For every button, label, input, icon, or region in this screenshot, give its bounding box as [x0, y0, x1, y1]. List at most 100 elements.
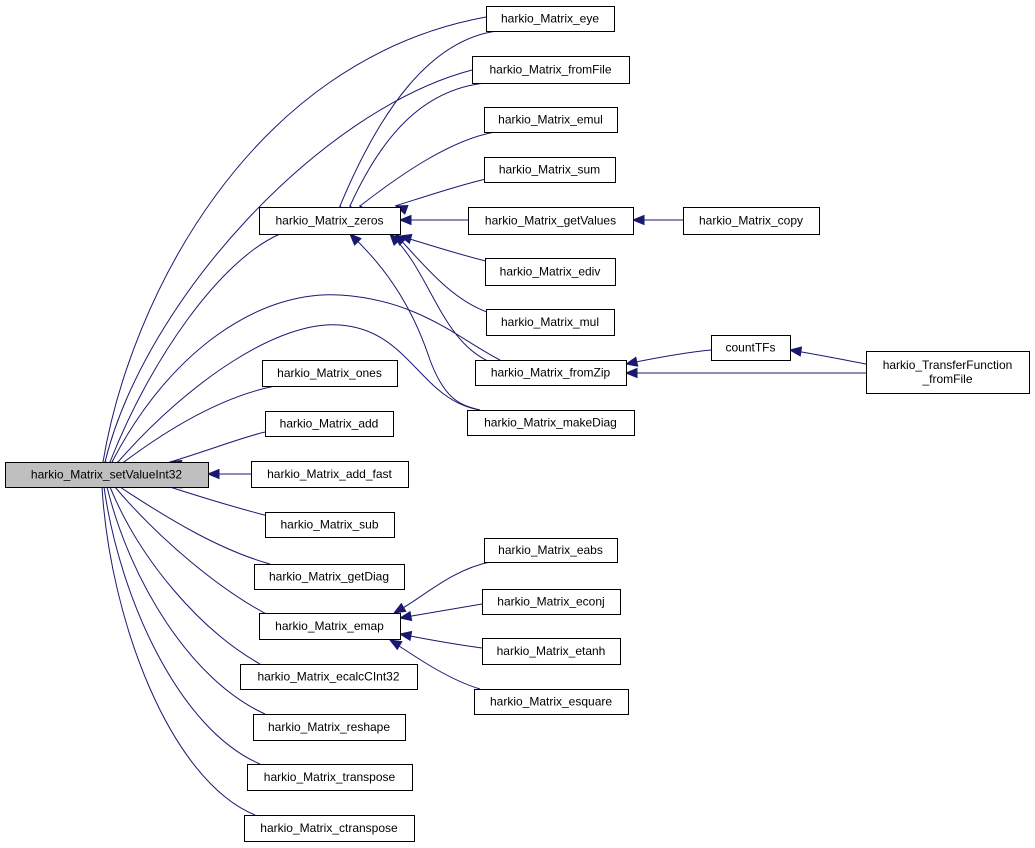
- node-ediv[interactable]: harkio_Matrix_ediv: [485, 258, 616, 286]
- node-ctranspose[interactable]: harkio_Matrix_ctranspose: [244, 815, 415, 842]
- node-eabs[interactable]: harkio_Matrix_eabs: [484, 538, 618, 563]
- edge-fromZip-to-zeros: [389, 233, 491, 363]
- node-ecalcCInt32[interactable]: harkio_Matrix_ecalcCInt32: [240, 664, 418, 690]
- node-label: harkio_Matrix_add: [280, 417, 379, 431]
- node-label: countTFs: [725, 341, 775, 355]
- node-box[interactable]: [467, 410, 635, 436]
- edge-line: [119, 486, 271, 565]
- node-box[interactable]: [265, 512, 395, 538]
- node-ones[interactable]: harkio_Matrix_ones: [262, 360, 398, 387]
- node-box[interactable]: [253, 714, 406, 741]
- edge-emul-to-zeros: [359, 131, 496, 219]
- edge-line: [109, 233, 281, 463]
- node-label: harkio_Matrix_etanh: [497, 644, 606, 658]
- node-fromZip[interactable]: harkio_Matrix_fromZip: [475, 360, 627, 386]
- node-label: harkio_Matrix_ediv: [500, 265, 601, 279]
- edge-line: [394, 177, 491, 207]
- edge-emap-to-setValueInt32: [114, 474, 271, 617]
- edge-arrowhead: [624, 356, 639, 367]
- node-econj[interactable]: harkio_Matrix_econj: [482, 589, 621, 615]
- node-transpose[interactable]: harkio_Matrix_transpose: [247, 764, 413, 791]
- node-box[interactable]: [485, 258, 616, 286]
- node-box[interactable]: [472, 56, 630, 84]
- node-label: harkio_Matrix_econj: [497, 595, 604, 609]
- node-tfFromFile[interactable]: harkio_TransferFunction_fromFile: [866, 351, 1030, 394]
- node-copy[interactable]: harkio_Matrix_copy: [683, 207, 820, 235]
- node-box[interactable]: [265, 411, 394, 437]
- edge-line: [349, 82, 486, 207]
- node-sum[interactable]: harkio_Matrix_sum: [484, 157, 616, 183]
- node-mul[interactable]: harkio_Matrix_mul: [486, 309, 615, 336]
- node-label: harkio_Matrix_copy: [699, 214, 803, 228]
- node-box[interactable]: [486, 309, 615, 336]
- edge-mul-to-zeros: [394, 233, 491, 314]
- node-label: harkio_Matrix_esquare: [490, 695, 612, 709]
- node-label: harkio_Matrix_fromZip: [491, 366, 611, 380]
- node-box[interactable]: [484, 107, 618, 133]
- node-box[interactable]: [240, 664, 418, 690]
- edge-arrowhead: [206, 468, 220, 480]
- edge-line: [399, 603, 483, 619]
- node-box[interactable]: [259, 207, 401, 235]
- node-sub[interactable]: harkio_Matrix_sub: [265, 512, 395, 538]
- node-box[interactable]: [475, 360, 627, 386]
- node-add_fast[interactable]: harkio_Matrix_add_fast: [251, 461, 409, 488]
- edge-line: [339, 30, 498, 207]
- edge-line: [169, 486, 269, 517]
- node-countTFs[interactable]: countTFs: [711, 335, 791, 361]
- node-setValueInt32[interactable]: harkio_Matrix_setValueInt32: [5, 462, 209, 488]
- node-fromFile[interactable]: harkio_Matrix_fromFile: [472, 56, 630, 84]
- node-box[interactable]: [484, 538, 618, 563]
- edges-layer: [97, 16, 867, 816]
- node-emap[interactable]: harkio_Matrix_emap: [259, 613, 401, 640]
- edge-line: [102, 16, 487, 463]
- node-box[interactable]: [5, 462, 209, 488]
- edge-countTFs-to-fromZip: [624, 349, 712, 367]
- node-box[interactable]: [482, 589, 621, 615]
- edge-line: [349, 233, 481, 411]
- node-box[interactable]: [711, 335, 791, 361]
- edge-line: [101, 486, 256, 816]
- node-box[interactable]: [244, 815, 415, 842]
- node-eye[interactable]: harkio_Matrix_eye: [486, 6, 615, 32]
- node-box[interactable]: [482, 638, 621, 665]
- node-reshape[interactable]: harkio_Matrix_reshape: [253, 714, 406, 741]
- node-box[interactable]: [259, 613, 401, 640]
- edge-line: [103, 486, 261, 765]
- node-box[interactable]: [486, 6, 615, 32]
- node-label: harkio_Matrix_ones: [277, 366, 382, 380]
- node-getValues[interactable]: harkio_Matrix_getValues: [468, 207, 634, 235]
- node-label: harkio_Matrix_sum: [499, 163, 600, 177]
- edge-line: [625, 349, 712, 365]
- node-label: harkio_Matrix_mul: [501, 315, 599, 329]
- edge-tfFromFile-to-fromZip: [624, 367, 866, 379]
- edge-econj-to-emap: [398, 603, 483, 622]
- edge-arrowhead: [389, 233, 402, 247]
- node-label: harkio_Matrix_emap: [275, 619, 384, 633]
- node-esquare[interactable]: harkio_Matrix_esquare: [474, 689, 629, 715]
- node-box[interactable]: [866, 351, 1030, 394]
- node-box[interactable]: [247, 764, 413, 791]
- edge-line: [399, 235, 491, 263]
- node-label: harkio_Matrix_ecalcCInt32: [257, 670, 399, 684]
- node-label: harkio_Matrix_setValueInt32: [31, 468, 183, 482]
- node-box[interactable]: [251, 461, 409, 488]
- node-etanh[interactable]: harkio_Matrix_etanh: [482, 638, 621, 665]
- node-getDiag[interactable]: harkio_Matrix_getDiag: [254, 564, 405, 590]
- node-box[interactable]: [262, 360, 398, 387]
- node-box[interactable]: [254, 564, 405, 590]
- edge-esquare-to-emap: [388, 639, 481, 690]
- node-box[interactable]: [468, 207, 634, 235]
- node-box[interactable]: [484, 157, 616, 183]
- edge-tfFromFile-to-countTFs: [788, 346, 867, 365]
- edge-copy-to-getValues: [631, 214, 683, 226]
- edge-etanh-to-emap: [398, 630, 483, 649]
- node-add[interactable]: harkio_Matrix_add: [265, 411, 394, 437]
- edge-line: [104, 69, 473, 463]
- node-box[interactable]: [474, 689, 629, 715]
- node-zeros[interactable]: harkio_Matrix_zeros: [259, 207, 401, 235]
- node-emul[interactable]: harkio_Matrix_emul: [484, 107, 618, 133]
- node-makeDiag[interactable]: harkio_Matrix_makeDiag: [467, 410, 635, 436]
- node-box[interactable]: [683, 207, 820, 235]
